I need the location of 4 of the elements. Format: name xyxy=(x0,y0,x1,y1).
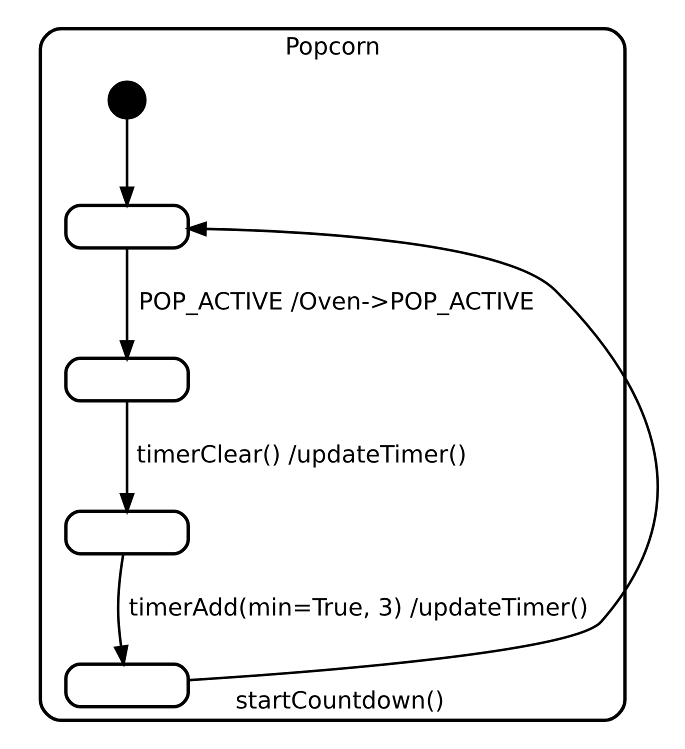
edge-label: POP_ACTIVE /Oven->POP_ACTIVE xyxy=(138,287,534,316)
edge-label: startCountdown() xyxy=(236,686,444,714)
edge-label: timerClear() /updateTimer() xyxy=(136,440,467,468)
edge-label: timerAdd(min=True, 3) /updateTimer() xyxy=(128,593,588,622)
